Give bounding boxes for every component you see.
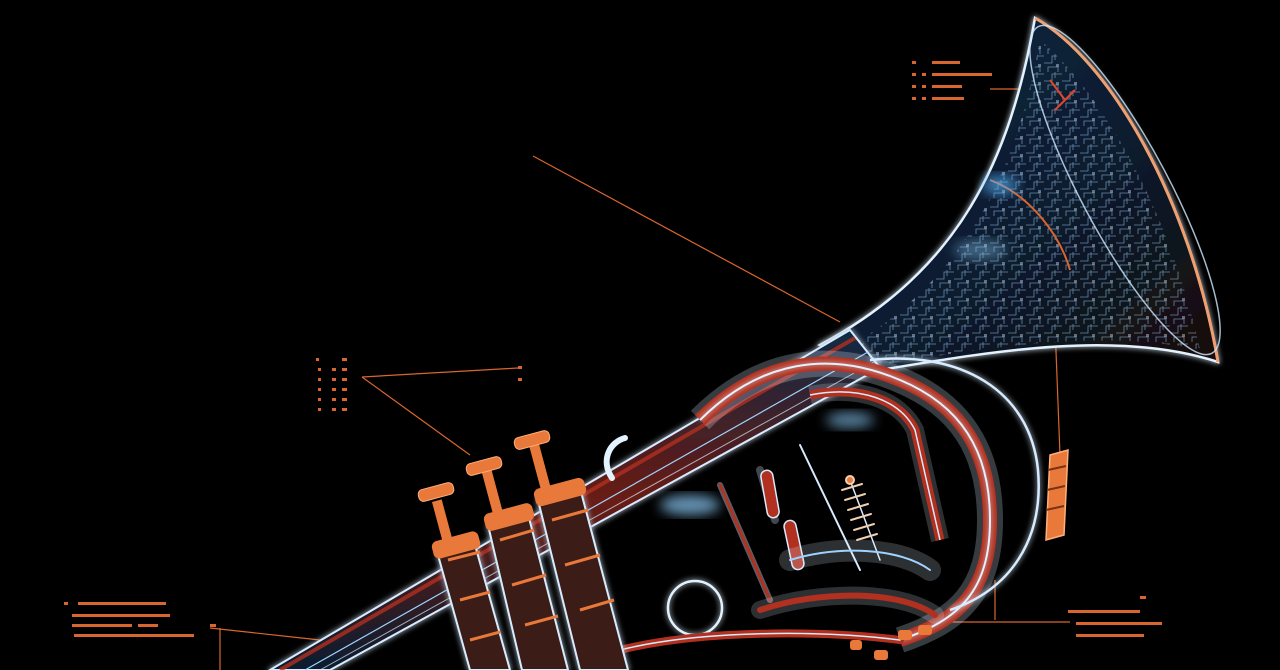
leader-line-mouthpiece xyxy=(209,627,321,641)
valve-3 xyxy=(533,477,630,670)
bell-brace xyxy=(1045,448,1069,542)
annotation-blocks xyxy=(64,61,1162,637)
bell xyxy=(817,16,1221,372)
valve-casings xyxy=(431,477,630,670)
tuning-slide xyxy=(690,350,1040,653)
annotation-lines xyxy=(209,88,1070,670)
slide-caps xyxy=(850,625,932,660)
valve-button-1 xyxy=(417,482,455,541)
leader-line-bell-tube xyxy=(532,155,841,323)
glow-highlights xyxy=(660,240,1006,515)
spring xyxy=(841,475,878,541)
annotation-block-top-right xyxy=(912,61,992,100)
valve-buttons xyxy=(417,430,551,541)
leader-line-valves-top xyxy=(361,367,519,378)
annotation-block-bottom-right xyxy=(1068,596,1162,637)
valve-button-2 xyxy=(465,456,503,513)
valve-2 xyxy=(483,503,570,670)
valve-1 xyxy=(431,531,512,670)
annotation-block-left-mid xyxy=(316,358,522,411)
inner-slides xyxy=(603,435,944,654)
leader-line-valves xyxy=(361,376,471,456)
valve-button-3 xyxy=(513,430,551,490)
annotation-block-bottom-left xyxy=(64,602,216,637)
